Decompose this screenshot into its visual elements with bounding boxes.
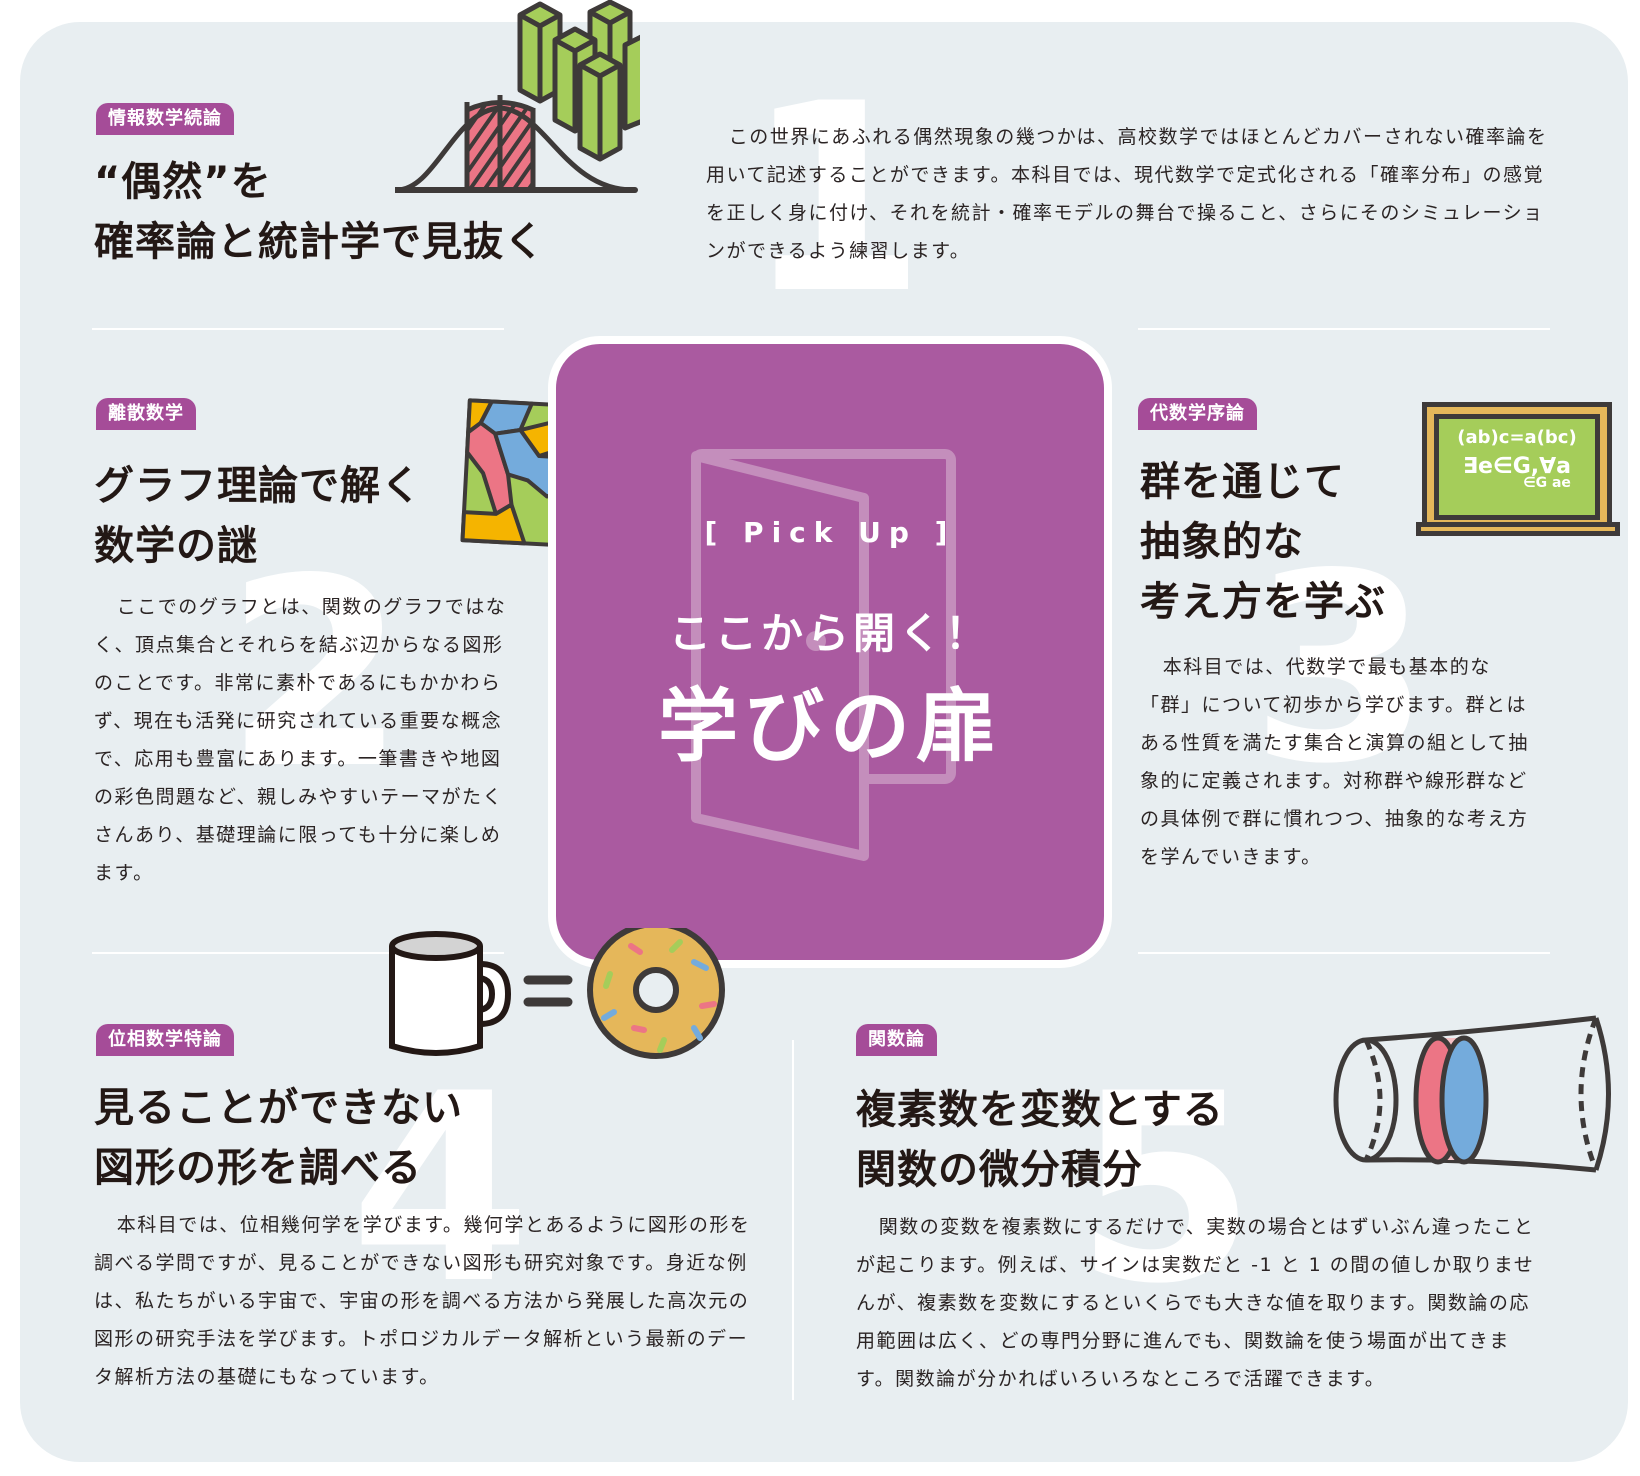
vertical-divider: [792, 1040, 794, 1400]
pickup-card[interactable]: [ Pick Up ] ここから開く！ 学びの扉: [548, 336, 1112, 968]
section-body: 本科目では、位相幾何学を学びます。幾何学とあるように図形の形を調べる学問ですが、…: [94, 1214, 751, 1388]
section-body: この世界にあふれる偶然現象の幾つかは、高校数学ではほとんどカバーされない確率論を…: [706, 126, 1548, 262]
course-tag: 位相数学特論: [96, 1024, 234, 1056]
divider: [1138, 328, 1550, 330]
section-body: 本科目では、代数学で最も基本的な「群」について初歩から学びます。群とはある性質を…: [1140, 656, 1529, 868]
pickup-label: [ Pick Up ]: [704, 516, 956, 549]
course-tag: 情報数学続論: [96, 103, 234, 135]
section-number-2: 2: [225, 524, 406, 826]
course-tag: 代数学序論: [1138, 398, 1257, 430]
pickup-subtitle: ここから開く！: [668, 609, 991, 658]
pickup-title: 学びの扉: [658, 680, 1002, 773]
course-tag: 関数論: [856, 1024, 937, 1056]
divider: [92, 952, 504, 954]
normal-distribution-bar-chart-icon: [395, 0, 640, 193]
section-title: “偶然”を 確率論と統計学で見抜く: [94, 159, 545, 265]
section-number-1: 1: [745, 49, 926, 351]
course-tag: 離散数学: [96, 398, 196, 430]
section-body: 関数の変数を複素数にするだけで、実数の場合とはずいぶん違ったことが起こります。例…: [856, 1216, 1535, 1390]
door-icon: [691, 449, 956, 861]
section-title: 見ることができない 図形の形を調べる: [94, 1085, 463, 1191]
section-number-3: 3: [1250, 519, 1431, 821]
section-title: 複素数を変数とする 関数の微分積分: [856, 1087, 1224, 1193]
divider: [1138, 952, 1550, 954]
section-number-5: 5: [1075, 1039, 1256, 1341]
mug-equals-donut-icon: [389, 928, 725, 1059]
riemann-surface-tube-icon: [1333, 1015, 1611, 1173]
chalkboard-icon: (ab)c=a(bc) ∃e∈G,∀a ∈G ae: [1416, 402, 1620, 538]
section-number-4: 4: [350, 1039, 531, 1341]
section-title: 群を通じて 抽象的な 考え方を学ぶ: [1140, 459, 1386, 625]
section-body: ここでのグラフとは、関数のグラフではなく、頂点集合とそれらを結ぶ辺からなる図形の…: [94, 596, 507, 884]
section-title: グラフ理論で解く 数学の謎: [94, 463, 422, 569]
divider: [92, 328, 504, 330]
